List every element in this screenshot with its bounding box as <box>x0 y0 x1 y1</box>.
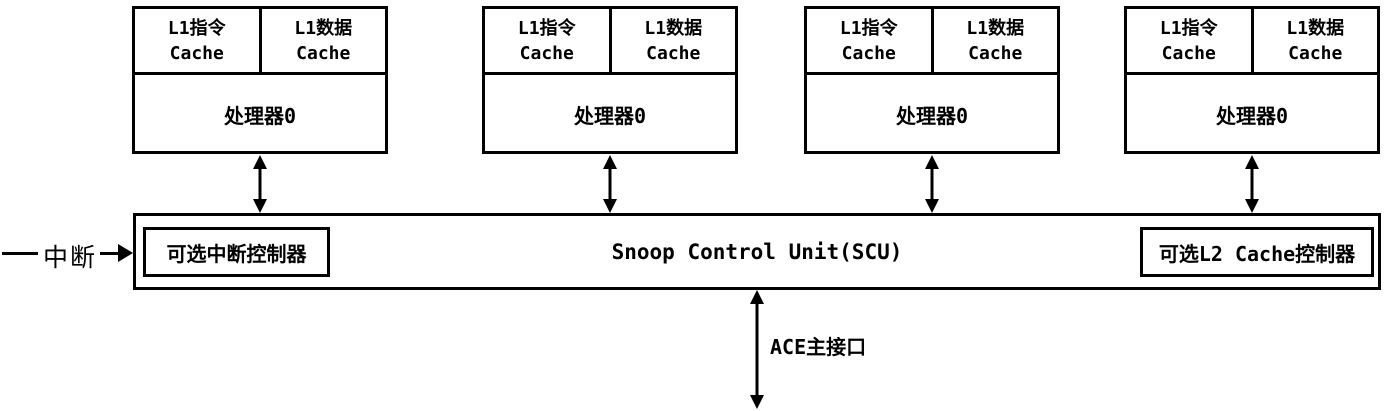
l1d-label-line2: Cache <box>296 42 351 64</box>
cpu1-scu-bidirectional-arrow-icon <box>603 155 617 213</box>
l1-data-cache: L1数据 Cache <box>262 9 386 72</box>
interrupt-label: 中断 <box>42 243 97 272</box>
cpu0-scu-bidirectional-arrow-icon <box>253 155 267 213</box>
l1-instruction-cache: L1指令 Cache <box>807 9 934 72</box>
l1i-label-line1: L1指令 <box>1159 17 1218 39</box>
l1d-label-line1: L1数据 <box>644 17 703 39</box>
cache-row: L1指令 Cache L1数据 Cache <box>135 9 385 75</box>
cache-row: L1指令 Cache L1数据 Cache <box>1127 9 1377 75</box>
l1i-label-line2: Cache <box>169 42 224 64</box>
ace-interface-label: ACE主接口 <box>770 335 867 359</box>
l2-controller-label: 可选L2 Cache控制器 <box>1158 241 1356 266</box>
cpu-block-0: L1指令 Cache L1数据 Cache 处理器0 <box>132 6 388 154</box>
l1i-label-line2: Cache <box>841 42 896 64</box>
l1d-label-line2: Cache <box>646 42 701 64</box>
l1i-label-line1: L1指令 <box>839 17 898 39</box>
l1i-label-line1: L1指令 <box>517 17 576 39</box>
interrupt-line-segment <box>2 252 38 255</box>
ace-master-bidirectional-arrow-icon <box>750 290 764 409</box>
cpu-block-3: L1指令 Cache L1数据 Cache 处理器0 <box>1124 6 1380 154</box>
processor-label: 处理器0 <box>1215 104 1289 128</box>
l1-instruction-cache: L1指令 Cache <box>135 9 262 72</box>
l1d-label-line1: L1数据 <box>966 17 1025 39</box>
interrupt-controller-label: 可选中断控制器 <box>166 241 307 266</box>
cpu2-scu-bidirectional-arrow-icon <box>925 155 939 213</box>
optional-l2-cache-controller-box: 可选L2 Cache控制器 <box>1140 227 1374 277</box>
optional-interrupt-controller-box: 可选中断控制器 <box>143 227 330 277</box>
l1-instruction-cache: L1指令 Cache <box>485 9 612 72</box>
l1d-label-line2: Cache <box>1288 42 1343 64</box>
cpu-block-2: L1指令 Cache L1数据 Cache 处理器0 <box>804 6 1060 154</box>
processor-label: 处理器0 <box>895 104 969 128</box>
l1i-label-line2: Cache <box>519 42 574 64</box>
l1d-label-line1: L1数据 <box>1286 17 1345 39</box>
cpu3-scu-bidirectional-arrow-icon <box>1245 155 1259 213</box>
processor-label: 处理器0 <box>573 104 647 128</box>
scu-label: Snoop Control Unit(SCU) <box>611 239 903 264</box>
interrupt-line-segment <box>100 252 120 255</box>
processor-label: 处理器0 <box>223 104 297 128</box>
cpu-block-1: L1指令 Cache L1数据 Cache 处理器0 <box>482 6 738 154</box>
l1d-label-line1: L1数据 <box>294 17 353 39</box>
l1-data-cache: L1数据 Cache <box>612 9 736 72</box>
cache-row: L1指令 Cache L1数据 Cache <box>807 9 1057 75</box>
cache-row: L1指令 Cache L1数据 Cache <box>485 9 735 75</box>
interrupt-arrowhead-icon <box>118 244 133 262</box>
l1i-label-line1: L1指令 <box>167 17 226 39</box>
l1-data-cache: L1数据 Cache <box>1254 9 1378 72</box>
l1-data-cache: L1数据 Cache <box>934 9 1058 72</box>
l1-instruction-cache: L1指令 Cache <box>1127 9 1254 72</box>
l1i-label-line2: Cache <box>1161 42 1216 64</box>
l1d-label-line2: Cache <box>968 42 1023 64</box>
